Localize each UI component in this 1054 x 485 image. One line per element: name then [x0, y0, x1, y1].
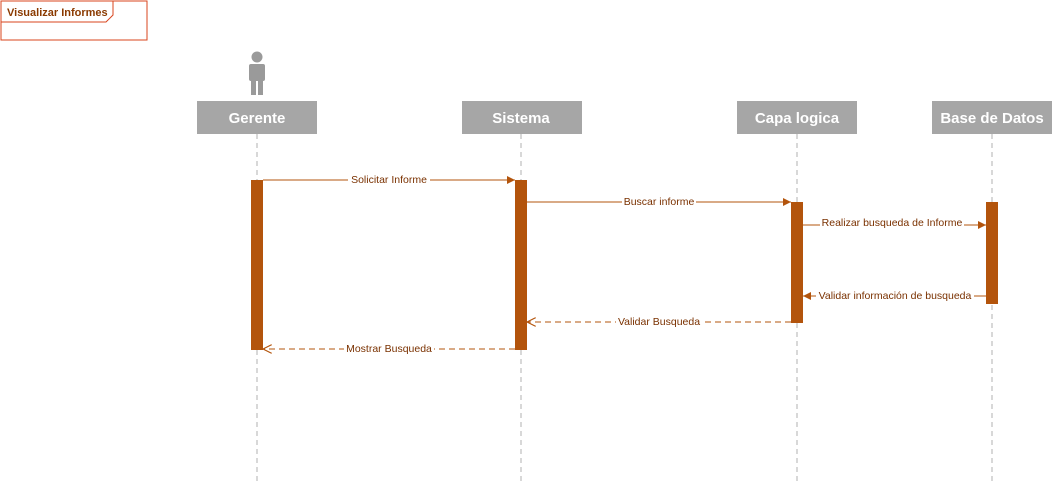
participant-capa: Capa logica	[737, 101, 857, 134]
message-label: Realizar busqueda de Informe	[822, 217, 963, 229]
frame-title: Visualizar Informes	[7, 7, 108, 19]
message-3: Realizar busqueda de Informe	[803, 216, 986, 229]
participant-label-capa: Capa logica	[755, 110, 840, 127]
message-1: Solicitar Informe	[263, 173, 515, 186]
participant-bd: Base de Datos	[932, 101, 1052, 134]
participant-label-gerente: Gerente	[229, 110, 286, 127]
message-2: Buscar informe	[527, 195, 791, 208]
participant-label-sistema: Sistema	[492, 110, 550, 127]
message-label: Validar información de busqueda	[819, 290, 972, 302]
activation-capa	[791, 202, 803, 323]
activations	[251, 180, 998, 350]
participant-sistema: Sistema	[462, 101, 582, 134]
activation-bd	[986, 202, 998, 304]
message-label: Buscar informe	[624, 196, 695, 208]
participant-gerente: Gerente	[197, 101, 317, 134]
lifelines	[256, 134, 993, 485]
message-5: Validar Busqueda	[527, 315, 791, 328]
participant-label-bd: Base de Datos	[940, 110, 1043, 127]
message-label: Validar Busqueda	[618, 316, 700, 328]
activation-gerente	[251, 180, 263, 350]
message-label: Solicitar Informe	[351, 174, 427, 186]
message-6: Mostrar Busqueda	[263, 342, 515, 355]
activation-sistema	[515, 180, 527, 350]
message-4: Validar información de busqueda	[803, 289, 986, 302]
diagram-frame: Visualizar Informes	[0, 0, 148, 41]
message-label: Mostrar Busqueda	[346, 343, 432, 355]
actor-icon	[249, 51, 265, 95]
